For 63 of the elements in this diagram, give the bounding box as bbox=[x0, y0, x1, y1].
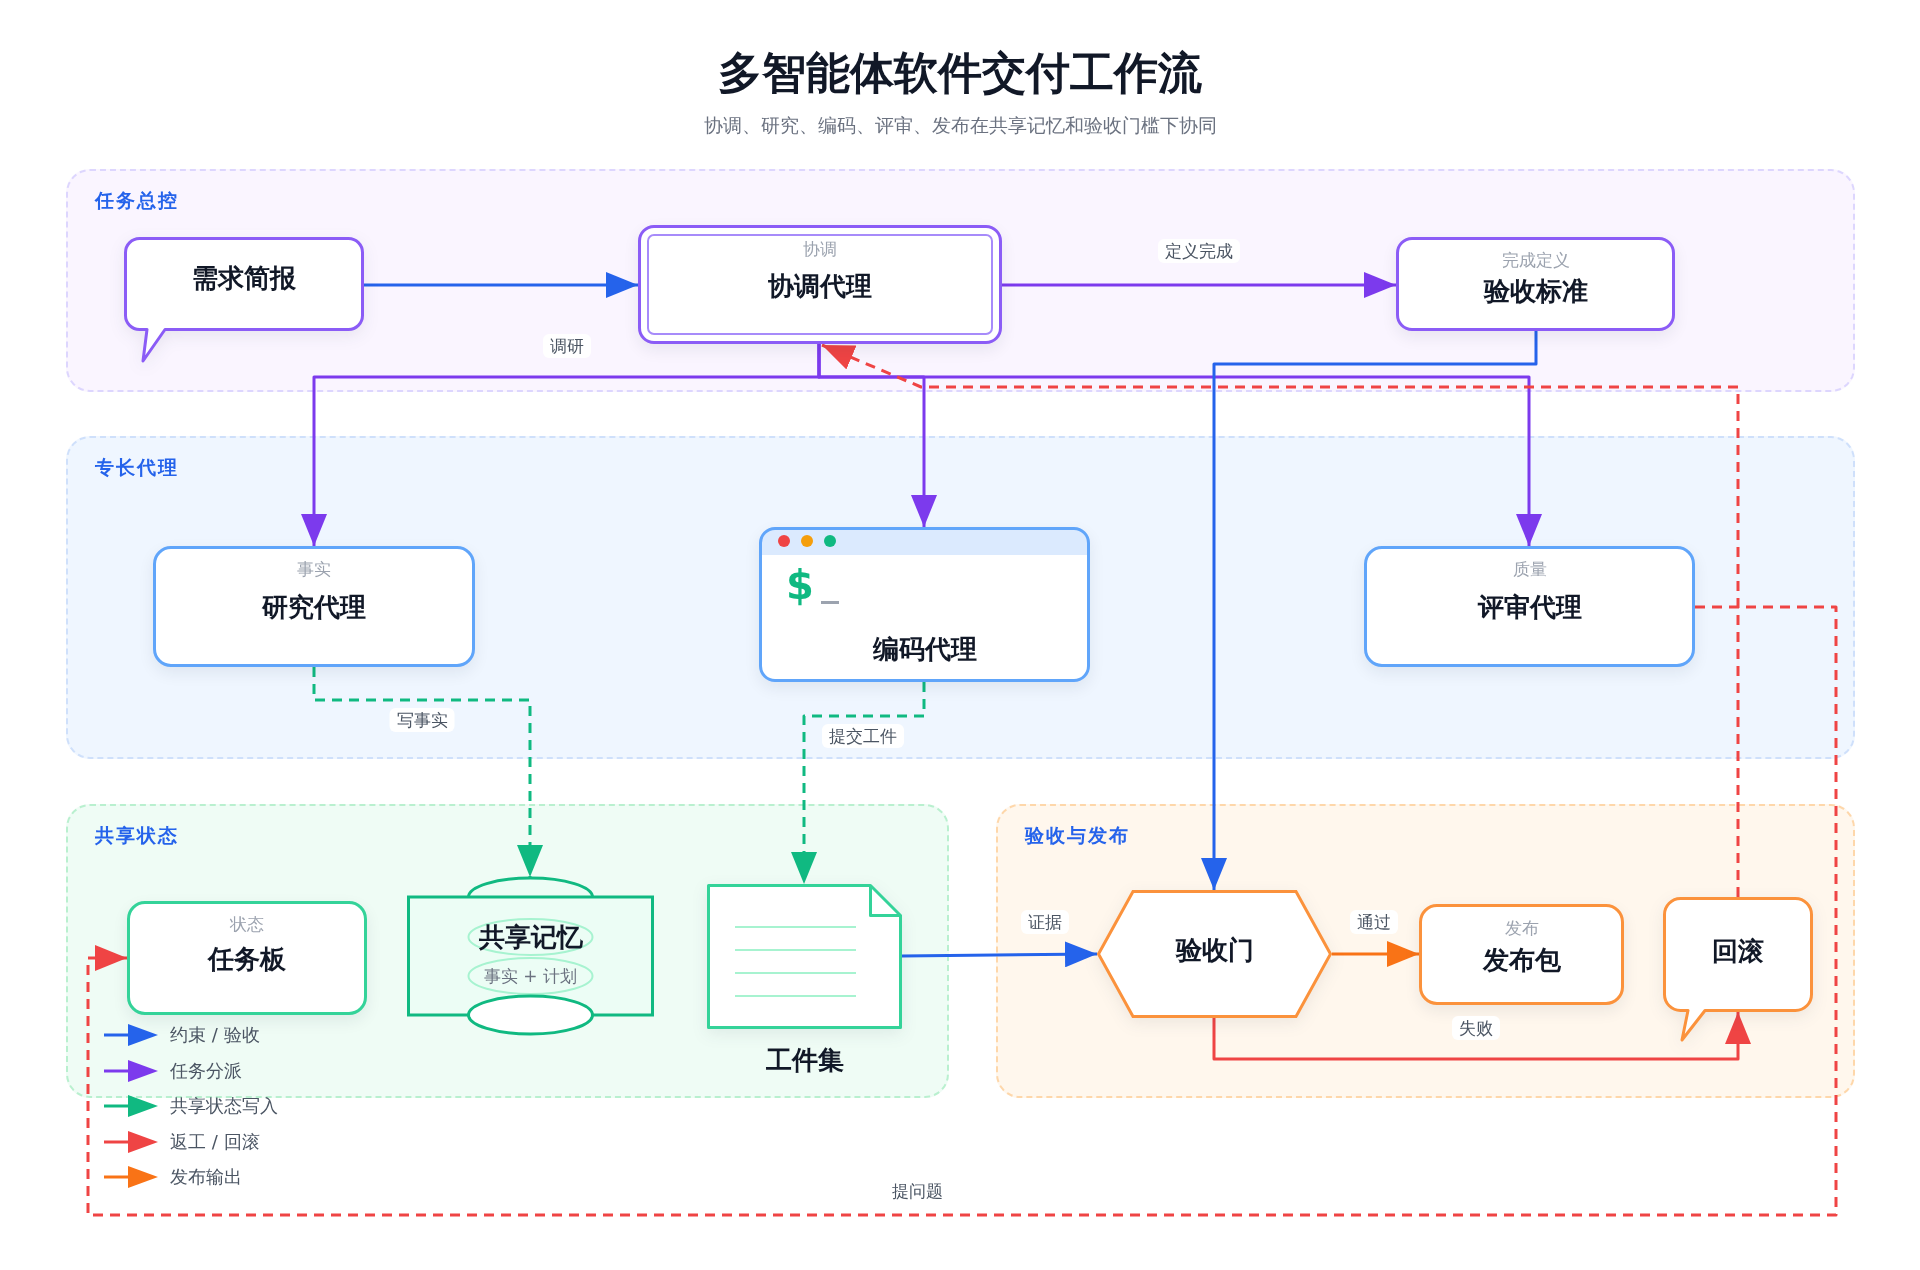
lane-label: 验收与发布 bbox=[1025, 823, 1130, 847]
node-label: 编码代理 bbox=[872, 633, 977, 665]
arrow bbox=[1212, 1012, 1751, 1061]
arrow bbox=[817, 344, 1542, 546]
swimlane bbox=[66, 804, 949, 1098]
process-box bbox=[1364, 546, 1695, 667]
swimlane bbox=[996, 804, 1855, 1098]
process-box bbox=[153, 546, 475, 667]
process-box bbox=[1396, 237, 1675, 331]
legend-label: 约束 / 验收 bbox=[170, 1024, 260, 1046]
edge-label: 证据 bbox=[1021, 910, 1069, 934]
node-label: 回滚 bbox=[1712, 935, 1764, 967]
edge-label: 失败 bbox=[1452, 1016, 1500, 1040]
lane-label: 任务总控 bbox=[95, 188, 179, 212]
legend-label: 共享状态写入 bbox=[170, 1095, 278, 1117]
node-label: 发布包 bbox=[1482, 944, 1561, 976]
node-label: 验收标准 bbox=[1483, 275, 1588, 307]
node-sublabel: 事实 bbox=[297, 558, 331, 580]
title: 多智能体软件交付工作流 bbox=[718, 46, 1202, 100]
edge-label: 调研 bbox=[543, 334, 591, 358]
subtitle: 协调、研究、编码、评审、发布在共享记忆和验收门槛下协同 bbox=[703, 113, 1217, 138]
node-label: 研究代理 bbox=[262, 591, 366, 623]
legend-label: 返工 / 回滚 bbox=[170, 1130, 260, 1153]
node-label: 评审代理 bbox=[1477, 591, 1582, 623]
node-sublabel: 状态 bbox=[230, 913, 264, 935]
arrow bbox=[1201, 331, 1538, 890]
edge-label: 通过 bbox=[1350, 910, 1398, 934]
edge-label: 写事实 bbox=[389, 708, 455, 732]
speech-bubble bbox=[1663, 897, 1813, 1042]
arrow bbox=[902, 941, 1097, 968]
node-note: 事实 + 计划 bbox=[483, 965, 578, 987]
arrow bbox=[312, 667, 543, 877]
node-label: 任务板 bbox=[208, 943, 286, 975]
arrow bbox=[1332, 941, 1419, 967]
swimlane bbox=[66, 169, 1855, 392]
process-box bbox=[1419, 904, 1624, 1005]
arrow bbox=[86, 605, 1838, 1217]
process-box bbox=[638, 225, 1002, 344]
lane-label: 共享状态 bbox=[95, 823, 179, 847]
legend-label: 发布输出 bbox=[170, 1166, 242, 1188]
node-label: 需求简报 bbox=[192, 262, 296, 294]
process-box bbox=[127, 901, 367, 1015]
arrow bbox=[791, 682, 926, 884]
terminal-prompt: $ bbox=[786, 562, 814, 608]
terminal-window bbox=[759, 527, 1090, 682]
arrow bbox=[1002, 272, 1396, 298]
node-sublabel: 发布 bbox=[1504, 917, 1539, 939]
node-label: 共享记忆 bbox=[478, 921, 583, 953]
node-label: 工件集 bbox=[765, 1044, 844, 1076]
legend-label: 任务分派 bbox=[170, 1059, 242, 1082]
node-sublabel: 协调 bbox=[803, 238, 837, 260]
hexagon bbox=[1097, 890, 1332, 1018]
edge-label: 提交工件 bbox=[822, 724, 904, 748]
node-sublabel: 完成定义 bbox=[1501, 249, 1570, 271]
edge-label: 定义完成 bbox=[1158, 239, 1240, 263]
swimlane bbox=[66, 436, 1855, 759]
arrow bbox=[821, 343, 1740, 897]
speech-bubble bbox=[124, 237, 364, 363]
arrow bbox=[364, 272, 638, 298]
node-label: 验收门 bbox=[1175, 934, 1254, 966]
node-label: 协调代理 bbox=[768, 270, 872, 302]
node-sublabel: 质量 bbox=[1512, 558, 1547, 580]
lane-label: 专长代理 bbox=[95, 455, 179, 479]
